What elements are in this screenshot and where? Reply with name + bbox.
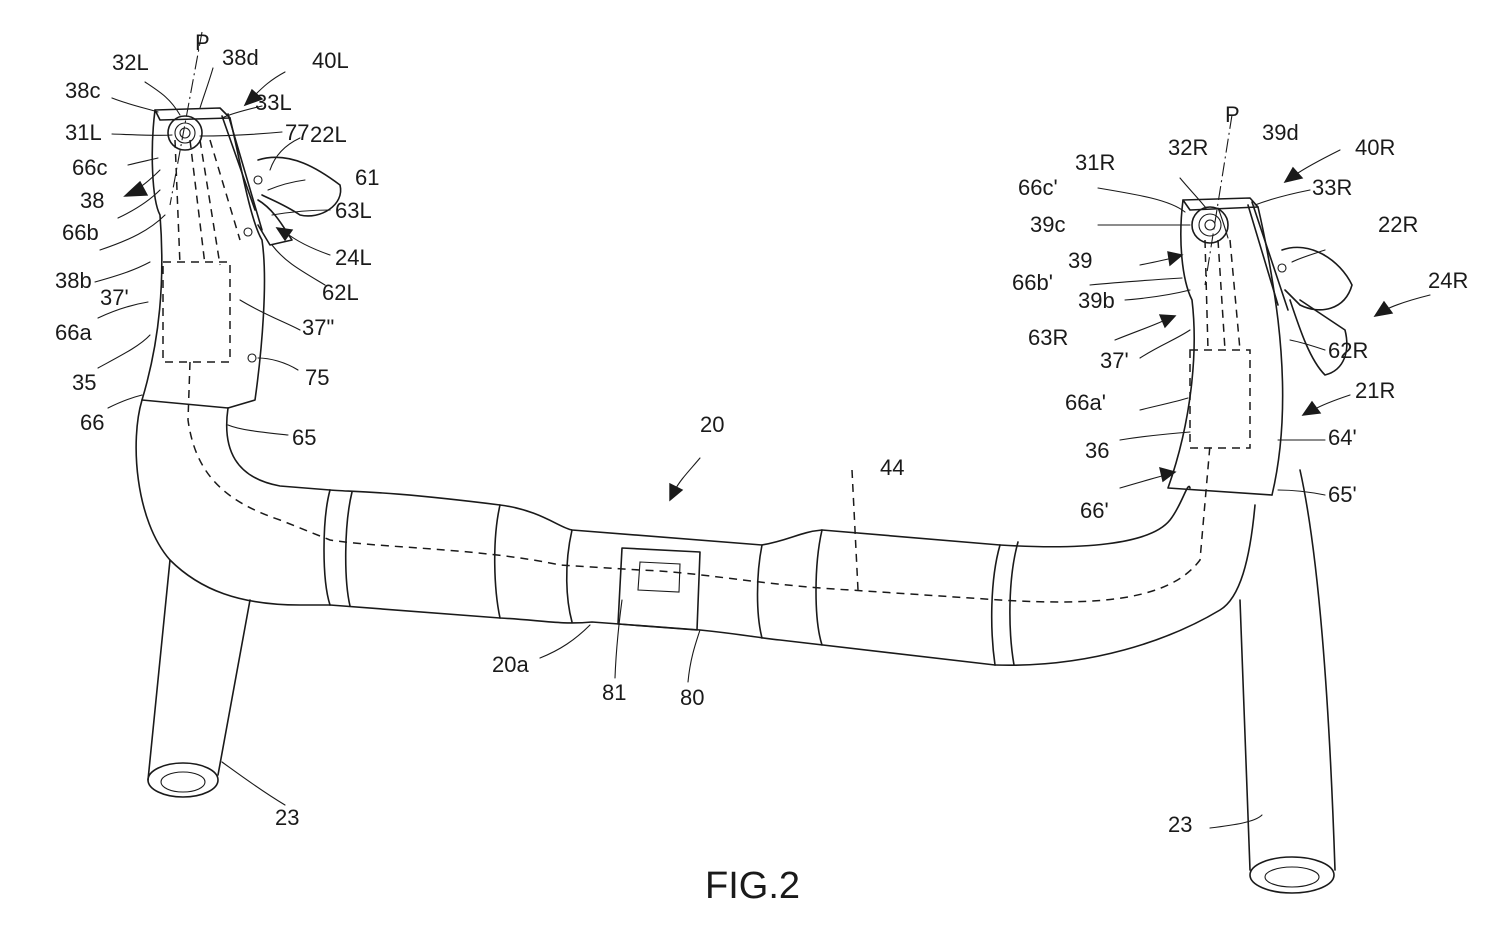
label-65p: 65': [1328, 482, 1357, 507]
label-77: 77: [285, 120, 309, 145]
label-63R: 63R: [1028, 325, 1068, 350]
label-62L: 62L: [322, 280, 359, 305]
label-31L: 31L: [65, 120, 102, 145]
label-81: 81: [602, 680, 626, 705]
label-36: 36: [1085, 438, 1109, 463]
label-80: 80: [680, 685, 704, 710]
label-37p: 37': [100, 285, 129, 310]
label-33R: 33R: [1312, 175, 1352, 200]
label-32L: 32L: [112, 50, 149, 75]
label-38b: 38b: [55, 268, 92, 293]
label-39c: 39c: [1030, 212, 1065, 237]
label-38d: 38d: [222, 45, 259, 70]
label-24L: 24L: [335, 245, 372, 270]
label-22L: 22L: [310, 122, 347, 147]
arrows: [123, 71, 1431, 502]
label-44: 44: [880, 455, 904, 480]
label-22R: 22R: [1378, 212, 1418, 237]
label-63L: 63L: [335, 198, 372, 223]
central-unit: [617, 469, 859, 631]
label-40L: 40L: [312, 48, 349, 73]
label-66ap: 66a': [1065, 390, 1106, 415]
label-61: 61: [355, 165, 379, 190]
label-39: 39: [1068, 248, 1092, 273]
label-64p: 64': [1328, 425, 1357, 450]
label-P-right: P: [1225, 102, 1240, 127]
leader-lines: [94, 67, 1326, 829]
label-39b: 39b: [1078, 288, 1115, 313]
label-75: 75: [305, 365, 329, 390]
label-31R: 31R: [1075, 150, 1115, 175]
label-24R: 24R: [1428, 268, 1468, 293]
label-37pp: 37": [302, 315, 334, 340]
label-20: 20: [700, 412, 724, 437]
figure-title: FIG.2: [705, 865, 800, 907]
label-38c: 38c: [65, 78, 100, 103]
label-20a: 20a: [492, 652, 529, 677]
label-23-right: 23: [1168, 812, 1192, 837]
label-23-left: 23: [275, 805, 299, 830]
label-62R: 62R: [1328, 338, 1368, 363]
label-66a: 66a: [55, 320, 92, 345]
label-66p: 66': [1080, 498, 1109, 523]
label-66c: 66c: [72, 155, 107, 180]
label-35: 35: [72, 370, 96, 395]
label-P-left: P: [195, 30, 210, 55]
labels: P 32L 38d 40L 38c 33L 31L 77 22L 66c 61 …: [55, 30, 1468, 907]
handlebar-outline: [135, 399, 1336, 894]
label-37p-right: 37': [1100, 348, 1129, 373]
label-39d: 39d: [1262, 120, 1299, 145]
label-38: 38: [80, 188, 104, 213]
label-66: 66: [80, 410, 104, 435]
right-operating-device: [1167, 114, 1353, 496]
left-operating-device: [141, 31, 1211, 603]
label-66b: 66b: [62, 220, 99, 245]
label-33L: 33L: [255, 90, 292, 115]
label-32R: 32R: [1168, 135, 1208, 160]
label-40R: 40R: [1355, 135, 1395, 160]
label-21R: 21R: [1355, 378, 1395, 403]
label-66cp: 66c': [1018, 175, 1058, 200]
label-65: 65: [292, 425, 316, 450]
label-66bp: 66b': [1012, 270, 1053, 295]
